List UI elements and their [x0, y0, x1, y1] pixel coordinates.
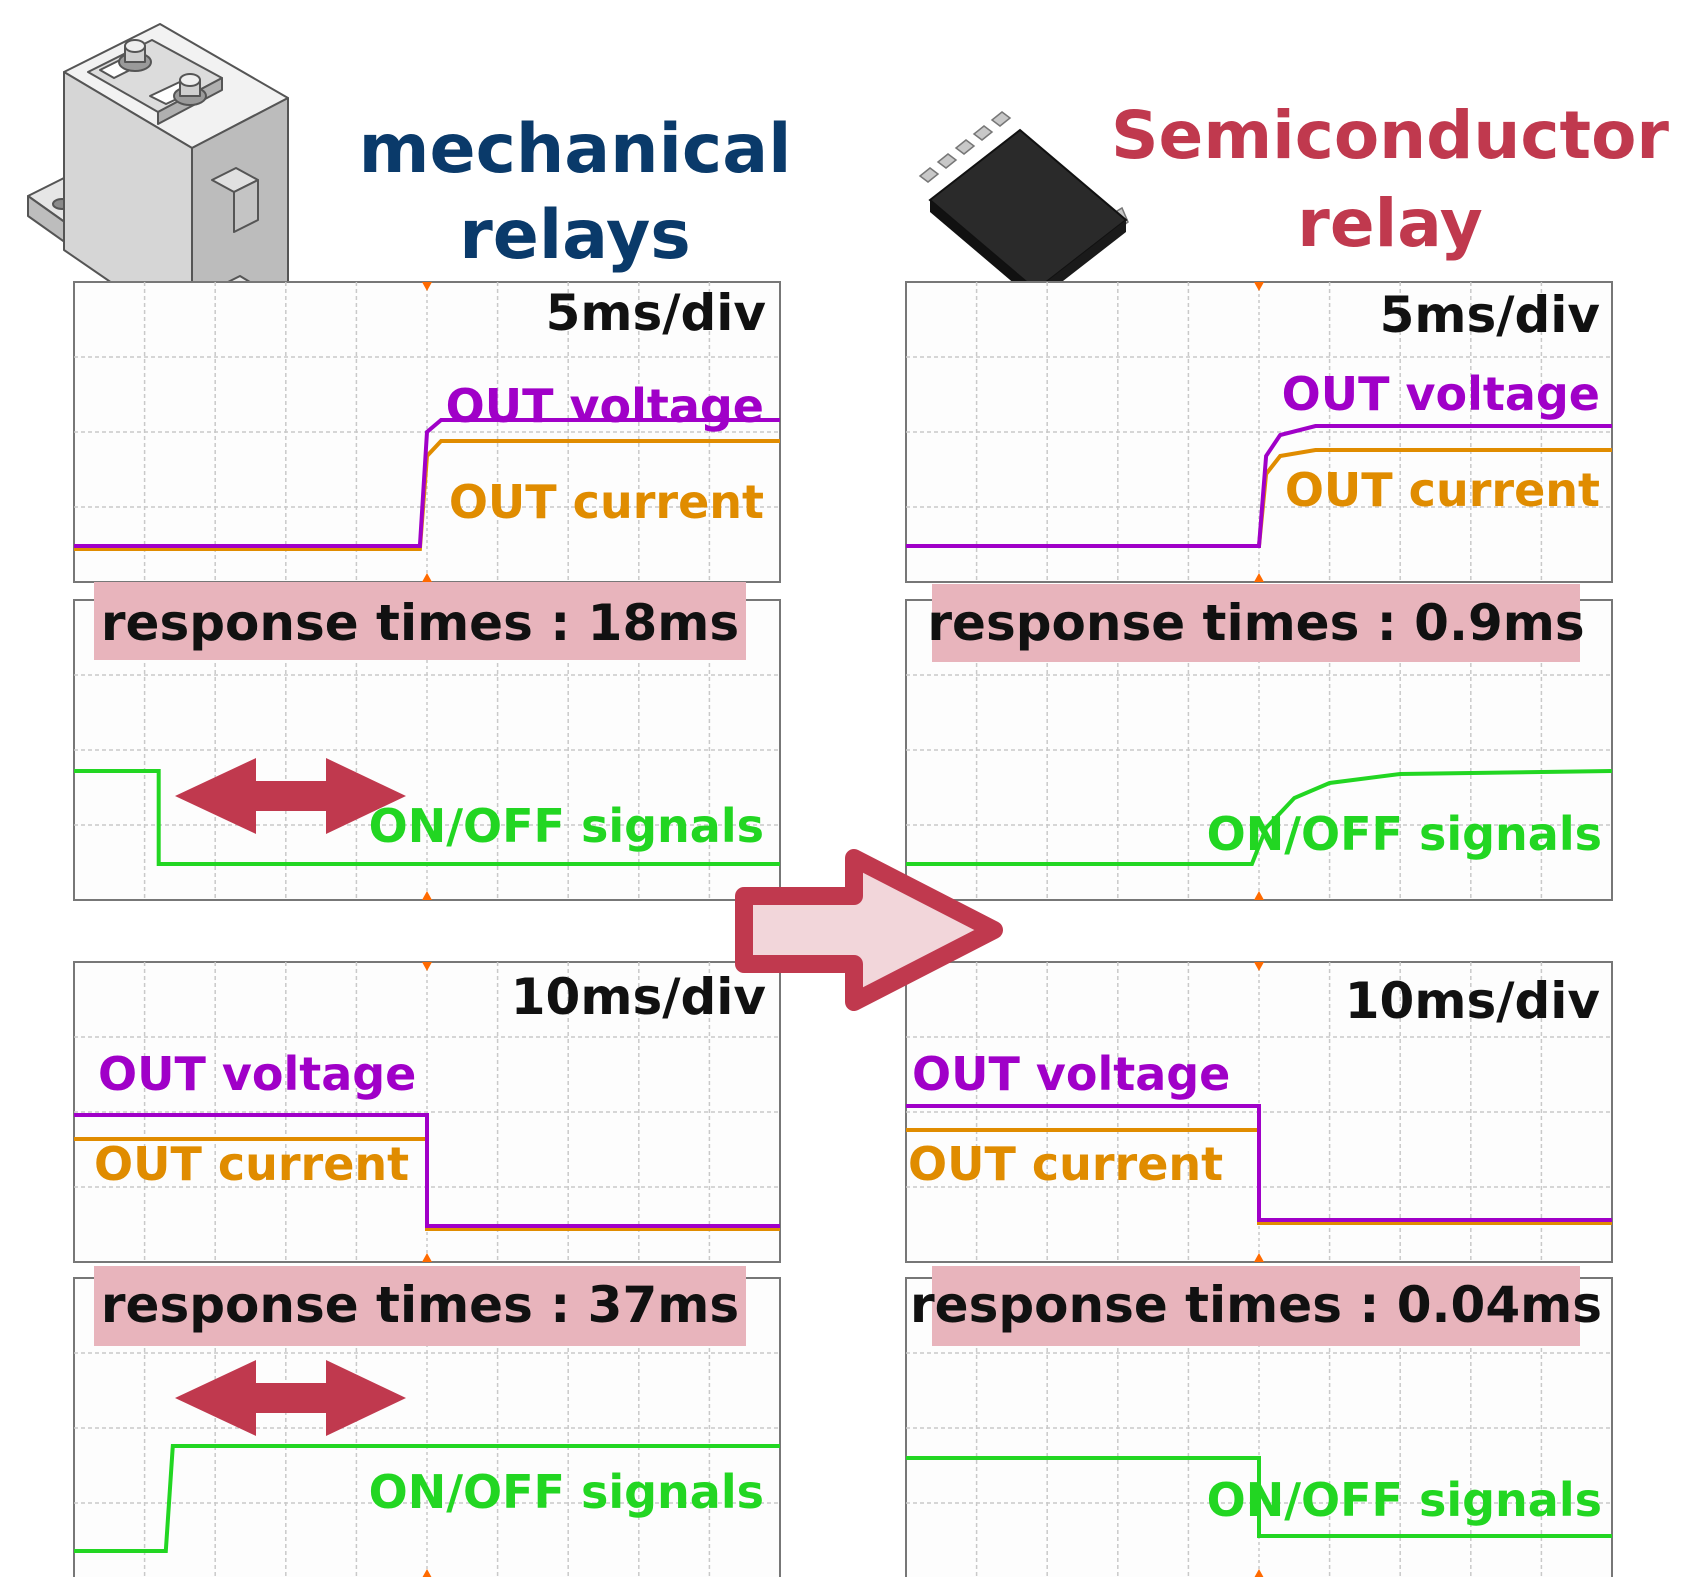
double-arrow-icon	[175, 758, 406, 834]
voltage-label: OUT voltage	[98, 1047, 416, 1101]
trigger-marker	[422, 282, 432, 291]
trigger-marker	[1254, 1253, 1264, 1262]
scope-mech-off: 10ms/div OUT voltage OUT current respons…	[73, 961, 781, 1577]
trigger-marker	[422, 891, 432, 900]
current-label: OUT current	[449, 475, 764, 529]
signal-label: ON/OFF signals	[369, 1465, 764, 1519]
double-arrow-icon	[175, 1360, 406, 1436]
response-badge	[932, 584, 1580, 662]
scope-semi-off: 10ms/div OUT voltage OUT current respons…	[905, 961, 1613, 1577]
scope-mech-on: 5ms/div OUT voltage OUT current response…	[73, 281, 781, 901]
ic-chip-icon	[918, 111, 1129, 302]
right-title-line2: relay	[1297, 185, 1482, 262]
voltage-trace	[74, 418, 780, 548]
trigger-marker	[1254, 891, 1264, 900]
left-title-line2: relays	[459, 196, 691, 275]
response-badge	[94, 582, 746, 660]
trigger-marker	[422, 1569, 432, 1577]
signal-trace	[906, 769, 1613, 866]
response-time-label: response times : 0.9ms	[927, 594, 1584, 652]
timebase-label: 10ms/div	[511, 968, 766, 1026]
voltage-trace	[906, 424, 1612, 548]
trigger-marker	[422, 962, 432, 971]
response-badge	[94, 1266, 746, 1346]
scope-semi-on: 5ms/div OUT voltage OUT current response…	[905, 281, 1613, 901]
current-label: OUT current	[94, 1137, 409, 1191]
signal-trace	[74, 769, 780, 866]
signal-label: ON/OFF signals	[369, 799, 764, 853]
voltage-trace	[906, 1104, 1612, 1222]
right-title-line1: Semiconductor	[1111, 97, 1669, 174]
trigger-marker	[1254, 1569, 1264, 1577]
voltage-trace	[74, 1113, 780, 1228]
response-time-label: response times : 18ms	[101, 594, 739, 652]
voltage-label: OUT voltage	[446, 379, 764, 433]
current-label: OUT current	[908, 1137, 1223, 1191]
voltage-label: OUT voltage	[912, 1047, 1230, 1101]
response-badge	[932, 1266, 1580, 1346]
trigger-marker	[1254, 573, 1264, 582]
timebase-label: 5ms/div	[546, 284, 766, 342]
current-label: OUT current	[1285, 463, 1600, 517]
signal-label: ON/OFF signals	[1207, 807, 1602, 861]
timebase-label: 10ms/div	[1345, 972, 1600, 1030]
trigger-marker	[422, 1253, 432, 1262]
trigger-marker	[1254, 282, 1264, 291]
left-title-line1: mechanical	[359, 110, 792, 189]
voltage-label: OUT voltage	[1282, 367, 1600, 421]
trigger-marker	[1254, 962, 1264, 971]
right-arrow-icon	[735, 849, 1003, 1011]
response-time-label: response times : 0.04ms	[910, 1276, 1602, 1334]
timebase-label: 5ms/div	[1380, 286, 1600, 344]
response-time-label: response times : 37ms	[101, 1276, 739, 1334]
trigger-marker	[422, 573, 432, 582]
signal-trace	[74, 1444, 780, 1553]
signal-trace	[906, 1456, 1612, 1538]
signal-label: ON/OFF signals	[1207, 1473, 1602, 1527]
